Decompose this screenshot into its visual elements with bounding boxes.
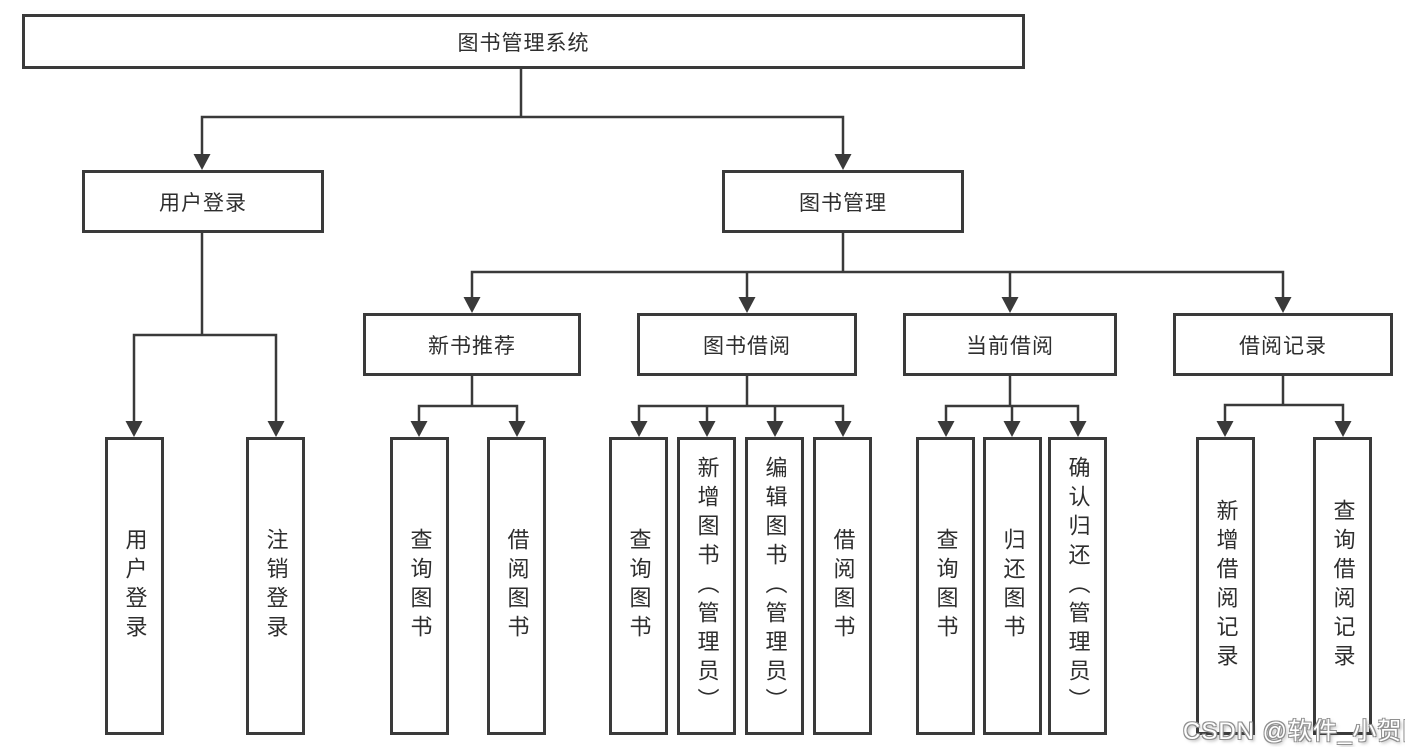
arrowhead bbox=[267, 421, 285, 437]
node-book-borrow: 图书借阅 bbox=[637, 313, 857, 376]
arrowhead bbox=[1001, 297, 1019, 313]
leaf-query-books-borrow: 查询图书 bbox=[609, 437, 668, 735]
arrowhead bbox=[193, 154, 211, 170]
arrowhead bbox=[834, 154, 852, 170]
node-user-login: 用户登录 bbox=[82, 170, 324, 233]
arrowhead bbox=[1069, 421, 1087, 437]
arrowhead bbox=[766, 421, 784, 437]
leaf-add-borrow-record: 新增借阅记录 bbox=[1196, 437, 1255, 735]
leaf-query-books-current: 查询图书 bbox=[916, 437, 975, 735]
arrowhead bbox=[1003, 421, 1021, 437]
leaf-query-borrow-record: 查询借阅记录 bbox=[1313, 437, 1372, 735]
leaf-borrow-books-recommend: 借阅图书 bbox=[487, 437, 546, 735]
leaf-add-book-admin: 新增图书（管理员） bbox=[677, 437, 736, 735]
node-current-borrow: 当前借阅 bbox=[903, 313, 1117, 376]
leaf-logout: 注销登录 bbox=[246, 437, 305, 735]
arrowheads bbox=[125, 154, 1352, 437]
leaf-query-books-recommend: 查询图书 bbox=[390, 437, 449, 735]
arrowhead bbox=[508, 421, 526, 437]
connector-bookmgmt-level3 bbox=[470, 233, 1285, 300]
arrowhead bbox=[630, 421, 648, 437]
connector-bookborrow-leaves bbox=[637, 376, 845, 424]
node-book-management: 图书管理 bbox=[722, 170, 964, 233]
arrowhead bbox=[937, 421, 955, 437]
leaf-confirm-return-admin: 确认归还（管理员） bbox=[1048, 437, 1107, 735]
arrowhead bbox=[410, 421, 428, 437]
leaf-edit-book-admin: 编辑图书（管理员） bbox=[745, 437, 804, 735]
arrowhead bbox=[1334, 421, 1352, 437]
node-new-book-recommend: 新书推荐 bbox=[363, 313, 581, 376]
connector-currentborrow-leaves bbox=[944, 376, 1080, 424]
connector-borrowrecord-leaves bbox=[1223, 376, 1345, 423]
arrowhead bbox=[1274, 297, 1292, 313]
arrowhead bbox=[738, 297, 756, 313]
node-root: 图书管理系统 bbox=[22, 14, 1025, 69]
node-borrow-records: 借阅记录 bbox=[1173, 313, 1393, 376]
connector-userlogin-leaves bbox=[132, 233, 278, 423]
leaf-user-login: 用户登录 bbox=[105, 437, 164, 735]
connector-root-level2 bbox=[200, 69, 845, 156]
arrowhead bbox=[1216, 421, 1234, 437]
connector-newbook-leaves bbox=[417, 376, 519, 424]
leaf-return-book: 归还图书 bbox=[983, 437, 1042, 735]
arrowhead bbox=[463, 297, 481, 313]
arrowhead bbox=[834, 421, 852, 437]
arrowhead bbox=[698, 421, 716, 437]
arrowhead bbox=[125, 421, 143, 437]
watermark: CSDN @软件_小贺同学 bbox=[1183, 718, 1405, 745]
leaf-borrow-books: 借阅图书 bbox=[813, 437, 872, 735]
